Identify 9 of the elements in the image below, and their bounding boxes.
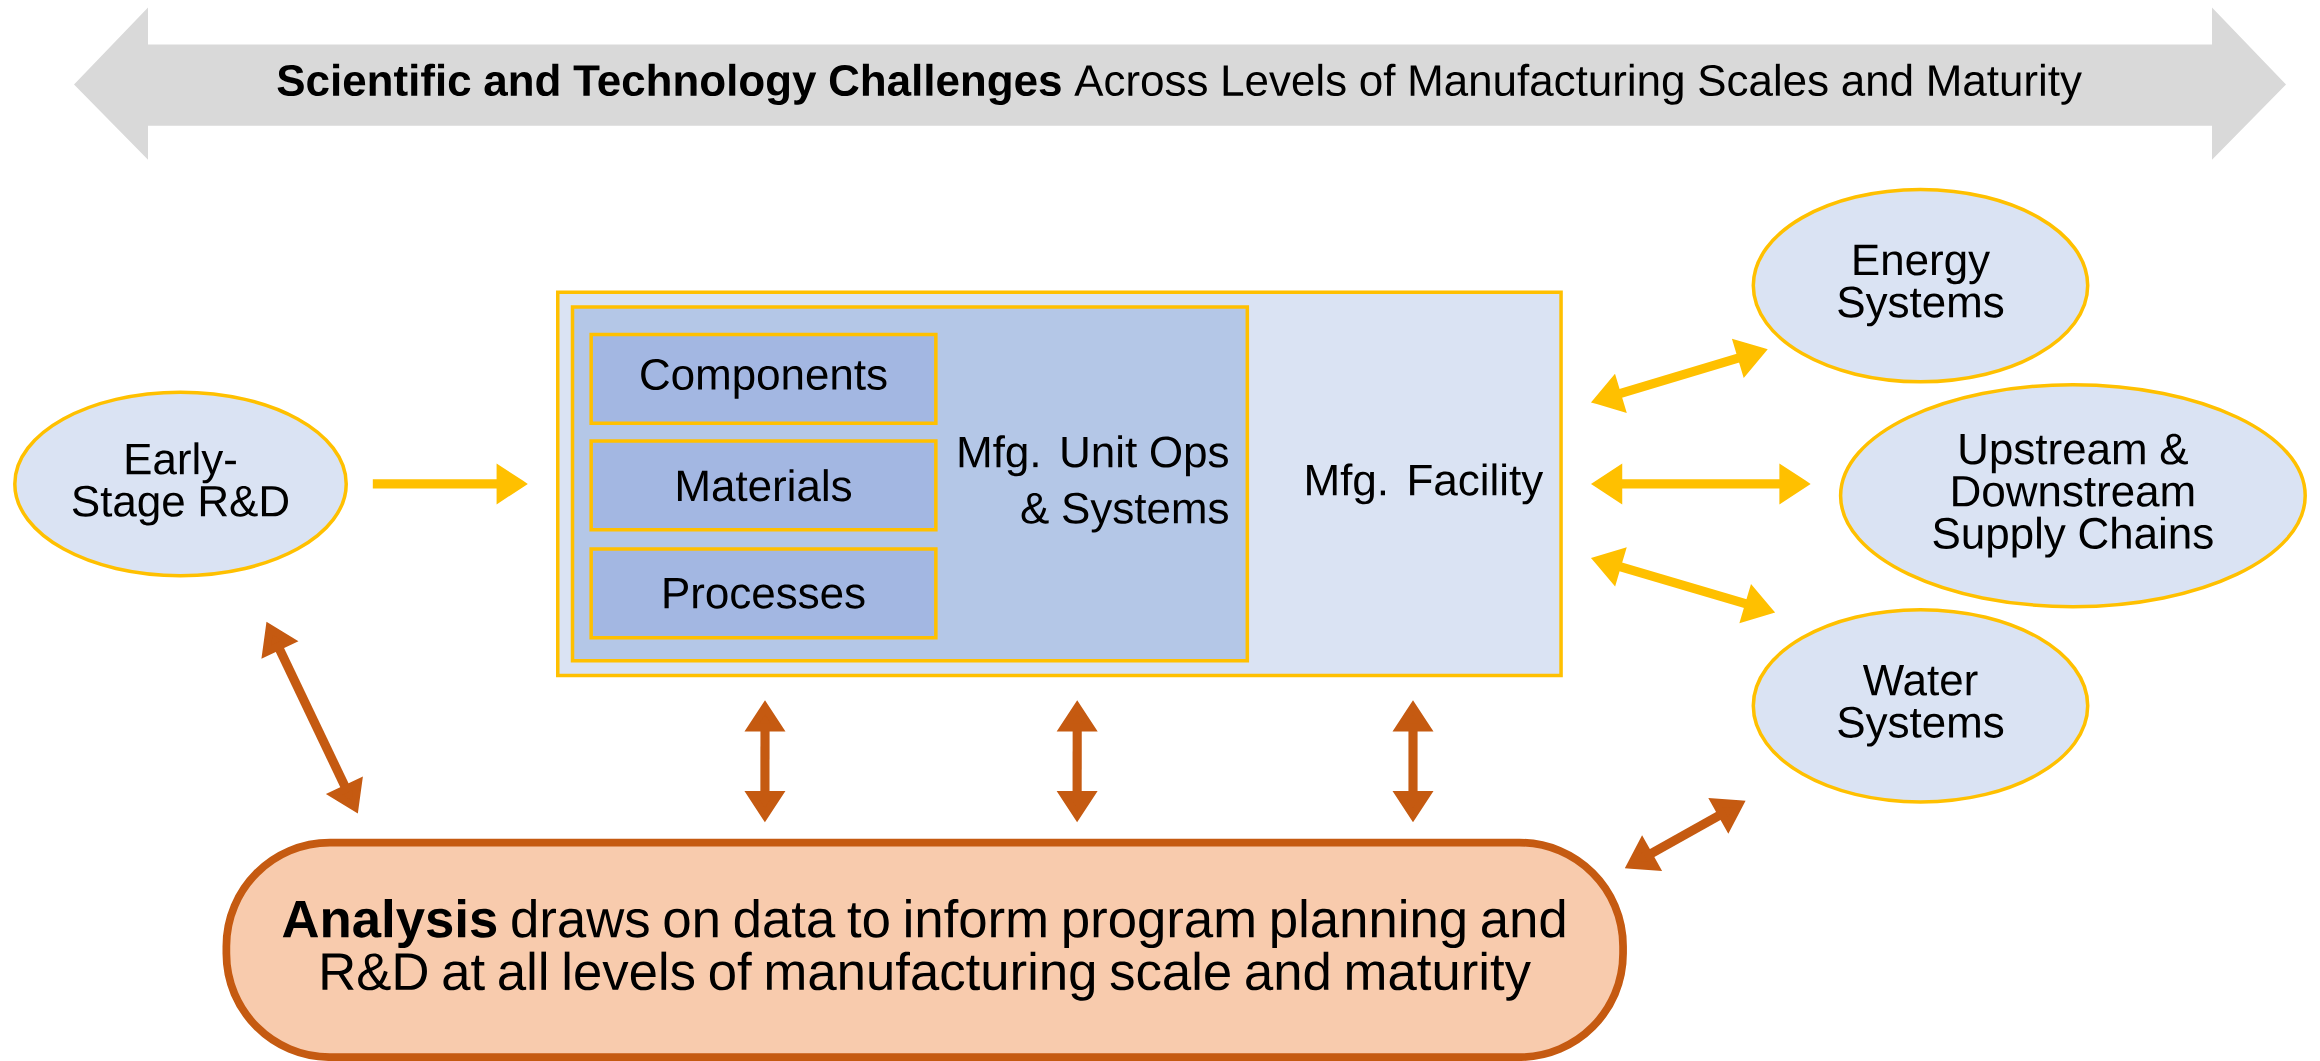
ellipse-node: Energy Systems <box>1751 187 2090 384</box>
ellipse-node: Upstream & Downstream Supply Chains <box>1838 383 2307 609</box>
double-arrow-banner: Scientific and Technology Challenges Across Levels of Manufacturing Scales and Maturity <box>74 7 2286 160</box>
component-box: Materials <box>589 439 938 532</box>
ellipse-node: Early-Stage R&D <box>13 390 348 578</box>
analysis-box: Analysis draws on data to inform program planning and R&D at all levels of manufacturing scale and maturity <box>222 838 1627 1061</box>
component-box: Processes <box>589 547 938 640</box>
component-box: Components <box>589 332 938 425</box>
ellipse-node: Water Systems <box>1751 607 2090 804</box>
